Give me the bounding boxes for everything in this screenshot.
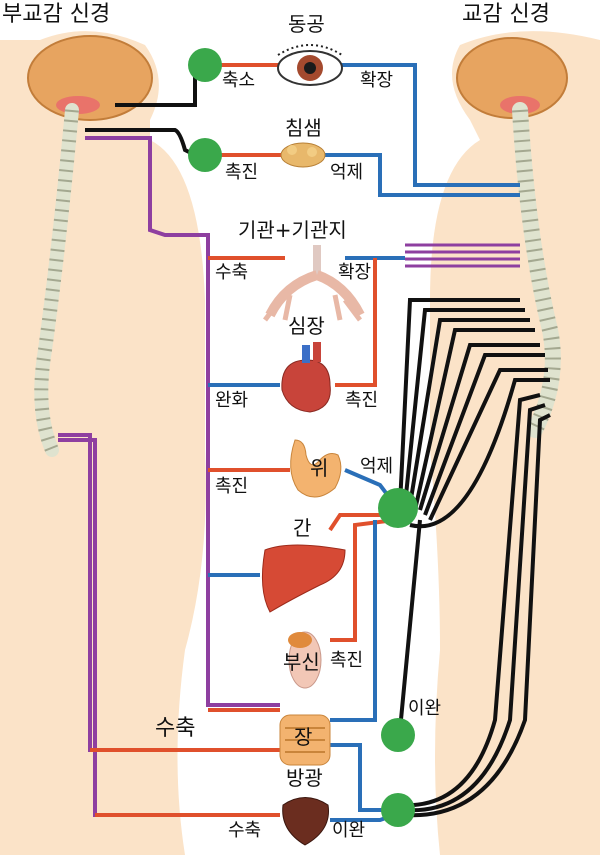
label-bladder: 방광 <box>286 766 323 790</box>
left-body-silhouette <box>0 31 206 855</box>
effect-stomach-para: 촉진 <box>215 476 249 497</box>
title-parasympathetic: 부교감 신경 <box>2 2 111 27</box>
effect-bladder-para: 수축 <box>228 820 262 841</box>
ganglion-celiac <box>378 488 418 528</box>
ganglion-eye <box>188 48 222 82</box>
ganglion-pelvic <box>381 793 415 827</box>
right-spinal-cord <box>512 102 561 438</box>
sympathetic-trunk <box>398 298 551 818</box>
label-intestine: 장 <box>294 725 313 749</box>
effect-salivary-para: 촉진 <box>225 162 259 183</box>
label-salivary: 침샘 <box>285 116 322 140</box>
effect-salivary-symp: 억제 <box>330 162 364 183</box>
effect-bladder-symp: 이완 <box>332 820 366 841</box>
bladder-organ <box>282 797 330 846</box>
effect-eye-symp: 확장 <box>360 70 394 91</box>
ganglion-salivary <box>188 138 222 172</box>
label-eye: 동공 <box>288 12 325 36</box>
effect-adrenal-symp: 촉진 <box>330 650 364 671</box>
liver-organ <box>261 544 346 613</box>
right-brain <box>456 37 568 119</box>
effect-intestine-symp: 이완 <box>408 698 442 719</box>
effect-heart-symp: 촉진 <box>345 390 379 411</box>
ganglion-mesenteric <box>381 718 415 752</box>
stomach-organ <box>290 439 342 498</box>
effect-heart-para: 완화 <box>215 390 249 411</box>
effect-intestine-para: 수축 <box>155 716 196 741</box>
label-liver: 간 <box>293 516 312 540</box>
label-stomach: 위 <box>310 456 329 480</box>
left-brain <box>27 35 153 121</box>
label-lung: 기관+기관지 <box>238 218 347 242</box>
effect-lung-para: 수축 <box>215 262 249 283</box>
effect-stomach-symp: 억제 <box>360 456 394 477</box>
label-heart: 심장 <box>288 314 325 338</box>
intestine-organ <box>279 714 331 766</box>
lung-organ <box>263 245 365 322</box>
adrenal-organ <box>288 631 322 689</box>
label-adrenal: 부신 <box>283 650 320 674</box>
salivary-organ <box>280 142 326 168</box>
effect-lung-symp: 확장 <box>338 262 372 283</box>
effect-eye-para: 축소 <box>222 70 256 91</box>
eye-organ <box>277 44 343 86</box>
title-sympathetic: 교감 신경 <box>462 2 550 27</box>
heart-organ <box>281 342 331 413</box>
